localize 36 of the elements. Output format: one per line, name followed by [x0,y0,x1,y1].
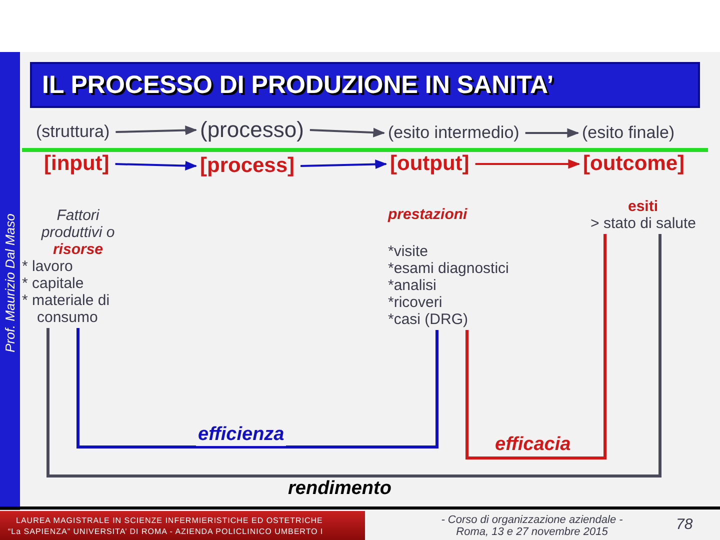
arrow [310,128,386,138]
arrow [116,125,198,136]
stage-label: (esito intermedio) [388,123,520,143]
stage-label: [outcome] [583,152,684,176]
heading-text: Fattori produttivi o risorse [40,207,116,258]
stage-label: [process] [200,154,295,178]
stage-label: (struttura) [36,122,110,142]
heading-text: prestazioni [388,206,468,223]
footer-text: LAUREA MAGISTRALE IN SCIENZE INFERMIERISTICHE ED OSTETRICHE [16,516,323,525]
arrow [475,159,580,169]
list-item: *casi (DRG) [388,311,470,328]
stage-label: (processo) [200,117,304,143]
arrow [525,128,580,138]
footer-text: “La SAPIENZA” UNIVERSITA’ DI ROMA - AZIENDA POLICLINICO UMBERTO I [8,527,324,536]
bracket-connector [46,234,662,478]
list-item: * lavoro [22,258,74,275]
heading-text: esiti [626,198,659,215]
arrow [300,159,388,170]
list-item: * materiale di consumo [22,292,111,326]
stage-label: (esito finale) [582,123,675,143]
stage-label: [input] [44,152,110,176]
edge-label: efficienza [196,424,286,446]
list-item: *ricoveri [388,294,444,311]
stage-label: [output] [390,152,470,176]
title-banner: IL PROCESSO DI PRODUZIONE IN SANITA’ [30,62,700,108]
list-item: *visite [388,243,430,260]
course-note: - Corso di organizzazione aziendale - Roma, 13 e 27 novembre 2015 [440,514,624,538]
list-item: > stato di salute [590,215,696,232]
list-item: *analisi [388,277,438,294]
bracket-connector [466,234,606,460]
list-item: * capitale [22,275,85,292]
author-credit: Prof. Maurizio Dal Maso [2,214,18,352]
list-item: *esami diagnostici [388,260,510,277]
bracket-connector [76,328,438,448]
page-number: 78 [676,516,693,533]
arrow [115,160,198,171]
